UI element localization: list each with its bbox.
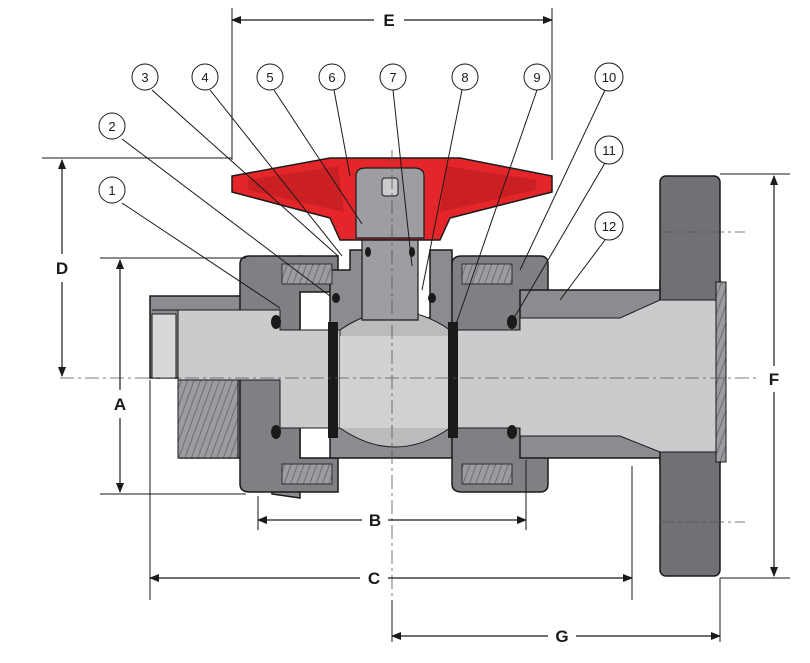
callout-12: 12 bbox=[594, 211, 624, 241]
svg-text:5: 5 bbox=[266, 70, 273, 85]
svg-text:9: 9 bbox=[533, 70, 540, 85]
svg-text:1: 1 bbox=[108, 183, 115, 198]
callout-8: 8 bbox=[451, 63, 479, 91]
left-nut-thread-bottom bbox=[281, 463, 333, 485]
ball-bore bbox=[340, 336, 450, 428]
dim-label-f: F bbox=[769, 370, 779, 389]
right-thread bbox=[715, 281, 727, 463]
dim-label-a: A bbox=[114, 395, 126, 414]
callout-1: 1 bbox=[98, 176, 126, 204]
valve-body bbox=[149, 157, 727, 577]
callout-4: 4 bbox=[191, 63, 219, 91]
callout-11: 11 bbox=[594, 135, 624, 165]
svg-text:8: 8 bbox=[461, 70, 468, 85]
left-seat bbox=[328, 322, 338, 438]
right-nut-thread-top bbox=[461, 263, 513, 285]
left-socket-bore bbox=[151, 313, 177, 379]
dim-label-g: G bbox=[555, 627, 568, 646]
svg-text:3: 3 bbox=[141, 70, 148, 85]
stem-o-ring bbox=[365, 247, 371, 257]
svg-text:4: 4 bbox=[201, 70, 208, 85]
o-ring bbox=[507, 425, 517, 439]
callout-6: 6 bbox=[318, 63, 346, 91]
svg-text:11: 11 bbox=[602, 143, 616, 158]
svg-text:10: 10 bbox=[602, 70, 616, 85]
o-ring bbox=[271, 425, 281, 439]
callout-2: 2 bbox=[98, 112, 126, 140]
dim-label-b: B bbox=[369, 511, 381, 530]
callout-7: 7 bbox=[379, 63, 407, 91]
centerlines bbox=[60, 150, 760, 600]
o-ring bbox=[507, 315, 517, 329]
o-ring bbox=[428, 293, 436, 303]
callout-10: 10 bbox=[594, 62, 624, 92]
o-ring bbox=[332, 293, 340, 303]
stem-slot-top bbox=[381, 177, 399, 197]
left-thread bbox=[177, 379, 239, 459]
right-seat bbox=[448, 322, 458, 438]
handle-recess bbox=[440, 166, 536, 212]
handle-recess bbox=[248, 166, 344, 212]
callout-9: 9 bbox=[523, 63, 551, 91]
left-nut-thread-top bbox=[281, 263, 333, 285]
right-nut-thread-bottom bbox=[461, 463, 513, 485]
callouts: 1 2 3 4 5 6 7 8 bbox=[98, 62, 624, 241]
extension-lines bbox=[42, 8, 790, 642]
callout-5: 5 bbox=[256, 63, 284, 91]
callout-3: 3 bbox=[131, 63, 159, 91]
dim-label-c: C bbox=[368, 569, 380, 588]
svg-text:6: 6 bbox=[328, 70, 335, 85]
svg-text:2: 2 bbox=[108, 119, 115, 134]
dimension-lines bbox=[58, 16, 778, 640]
dim-label-d: D bbox=[56, 259, 68, 278]
leader-lines bbox=[121, 89, 606, 331]
dimension-labels: E D A B C G F bbox=[56, 11, 779, 646]
o-ring bbox=[271, 315, 281, 329]
svg-text:7: 7 bbox=[389, 70, 396, 85]
svg-text:12: 12 bbox=[602, 219, 616, 234]
dim-label-e: E bbox=[383, 11, 394, 30]
